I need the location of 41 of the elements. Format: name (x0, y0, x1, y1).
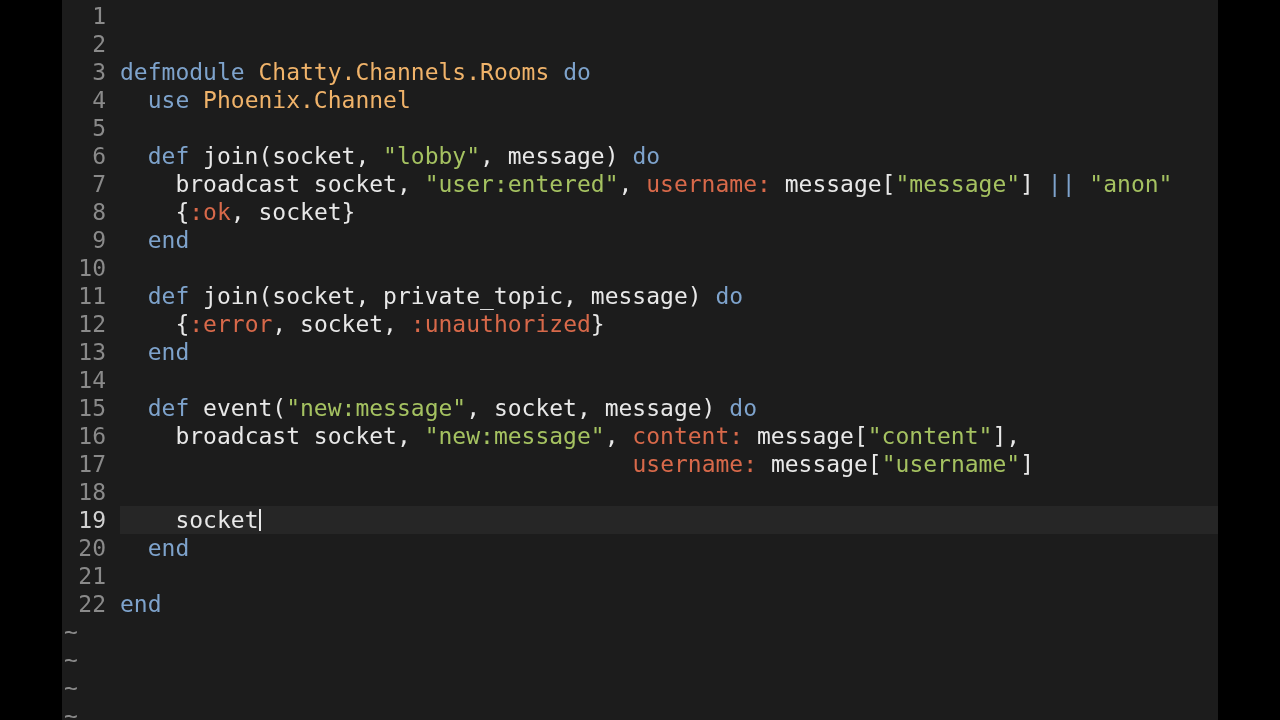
code-line: end (147, 226, 190, 254)
tilde-marker: ~ (64, 702, 78, 720)
line-number: 15 (77, 394, 106, 422)
code-line: broadcast socket, "user:entered", username: message["message"] || "anon" (175, 170, 1173, 198)
tilde-marker: ~ (64, 646, 78, 674)
code-line: end (147, 338, 190, 366)
code-line: def join(socket, private_topic, message) do (147, 282, 744, 310)
code-line: defmodule Chatty.Channels.Rooms do (120, 58, 591, 86)
code-line: end (120, 590, 162, 618)
line-number: 4 (91, 86, 106, 114)
line-number: 5 (91, 114, 106, 142)
line-number: 21 (77, 562, 106, 590)
line-number: 22 (77, 590, 106, 618)
line-number: 2 (91, 30, 106, 58)
line-number: 9 (91, 226, 106, 254)
line-number: 16 (77, 422, 106, 450)
line-number: 12 (77, 310, 106, 338)
tilde-marker: ~ (64, 674, 78, 702)
code-line: broadcast socket, "new:message", content: message["content"], (175, 422, 1021, 450)
tilde-marker: ~ (64, 618, 78, 646)
line-number: 17 (77, 450, 106, 478)
line-number: 8 (91, 198, 106, 226)
code-line: def join(socket, "lobby", message) do (147, 142, 661, 170)
code-line: use Phoenix.Channel (147, 86, 411, 114)
line-number: 3 (91, 58, 106, 86)
code-line: def event("new:message", socket, message) do (147, 394, 757, 422)
line-number: 19 (77, 506, 106, 534)
code-line: {:error, socket, :unauthorized} (175, 310, 605, 338)
code-line: {:ok, socket} (175, 198, 356, 226)
line-number: 11 (77, 282, 106, 310)
code-line: username: message["username"] (632, 450, 1035, 478)
code-line: end (147, 534, 190, 562)
line-number: 14 (77, 366, 106, 394)
line-number: 6 (91, 142, 106, 170)
line-number: 13 (77, 338, 106, 366)
line-number: 1 (91, 2, 106, 30)
code-line: socket (175, 506, 259, 534)
line-number: 20 (77, 534, 106, 562)
line-number: 18 (77, 478, 106, 506)
line-number: 7 (91, 170, 106, 198)
line-number: 10 (77, 254, 106, 282)
